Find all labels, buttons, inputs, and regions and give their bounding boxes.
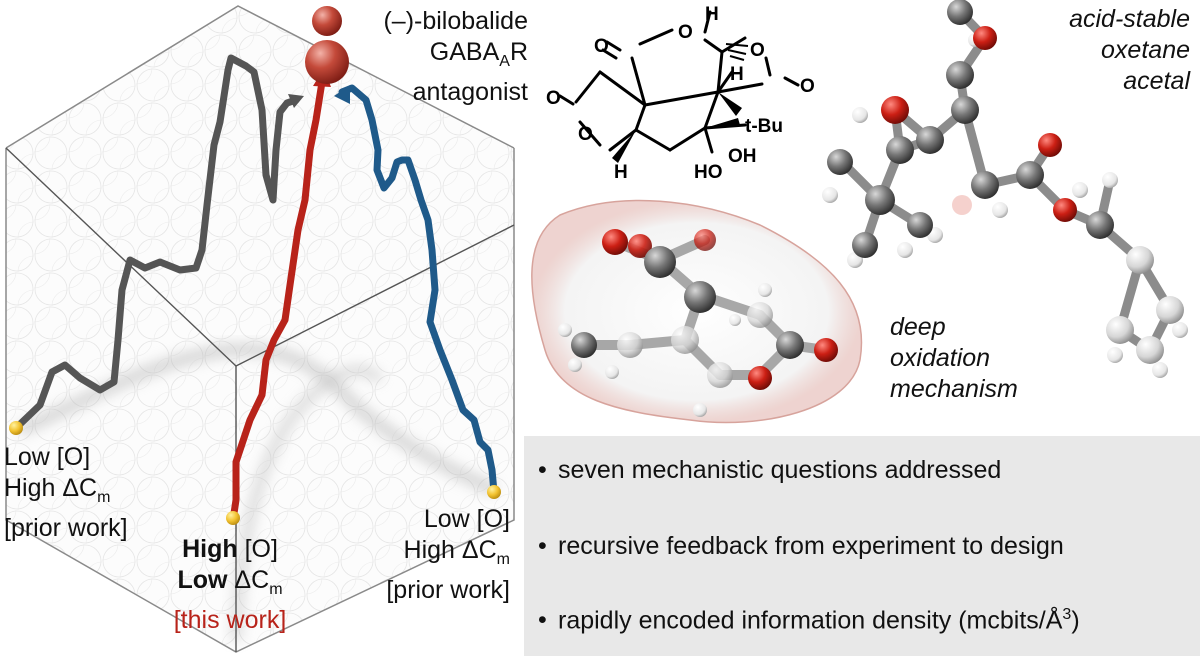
this-work-path [229,78,326,524]
svg-text:O: O [800,76,815,97]
corner-label-center: High [O] Low ΔCm [this work] [173,535,287,634]
bullet-item: •recursive feedback from experiment to d… [538,532,1064,560]
bilobalide-target-sphere [305,40,349,84]
svg-text:O: O [678,22,693,43]
svg-text:O: O [750,40,765,61]
svg-text:O: O [594,36,609,57]
landscape-cube [5,5,515,653]
cube-texture [6,6,514,652]
arrowhead-blue [334,85,350,104]
svg-text:H: H [730,64,744,85]
legend-line-2: GABAAR [429,38,528,70]
key-points-panel: •seven mechanistic questions addressed •… [524,436,1200,656]
bullet-item: •rapidly encoded information density (mc… [538,606,1080,635]
oxidation-mechanism-3d-model [531,199,863,424]
cube-edge [235,224,515,367]
bilobalide-structure [558,10,800,154]
atoms [822,0,1188,378]
legend-title: (–)-bilobalide GABAAR antagonist [348,6,528,108]
start-point-right [487,485,501,499]
prior-work-path-left [12,54,300,432]
svg-text:OH: OH [728,146,757,167]
svg-text:HO: HO [694,162,723,183]
annotation-acid-stable: acid-stable oxetane acetal [1069,5,1190,95]
bullet-item: •seven mechanistic questions addressed [538,456,1002,484]
svg-text:O: O [578,124,593,145]
prior-work-path-right [338,84,498,496]
svg-text:t-Bu: t-Bu [745,116,783,137]
cube-edge [5,147,237,367]
legend-line-1: (–)-bilobalide [383,7,528,35]
path-shadow [230,364,385,641]
start-point-center [226,511,240,525]
svg-text:H: H [614,162,628,183]
arrowhead-gray [288,94,304,108]
svg-text:H: H [705,4,719,25]
start-point-left [9,421,23,435]
oxetane-acetal-3d-model [822,0,1188,378]
legend-sphere [312,6,342,36]
corner-label-left: Low [O] High ΔCm [prior work] [4,443,128,542]
corner-label-right: Low [O] High ΔCm [prior work] [386,505,510,604]
annotation-deep-oxidation: deep oxidation mechanism [890,313,1018,403]
legend-line-3: antagonist [412,78,528,106]
bilobalide-wedges [612,92,742,163]
svg-text:O: O [546,88,561,109]
